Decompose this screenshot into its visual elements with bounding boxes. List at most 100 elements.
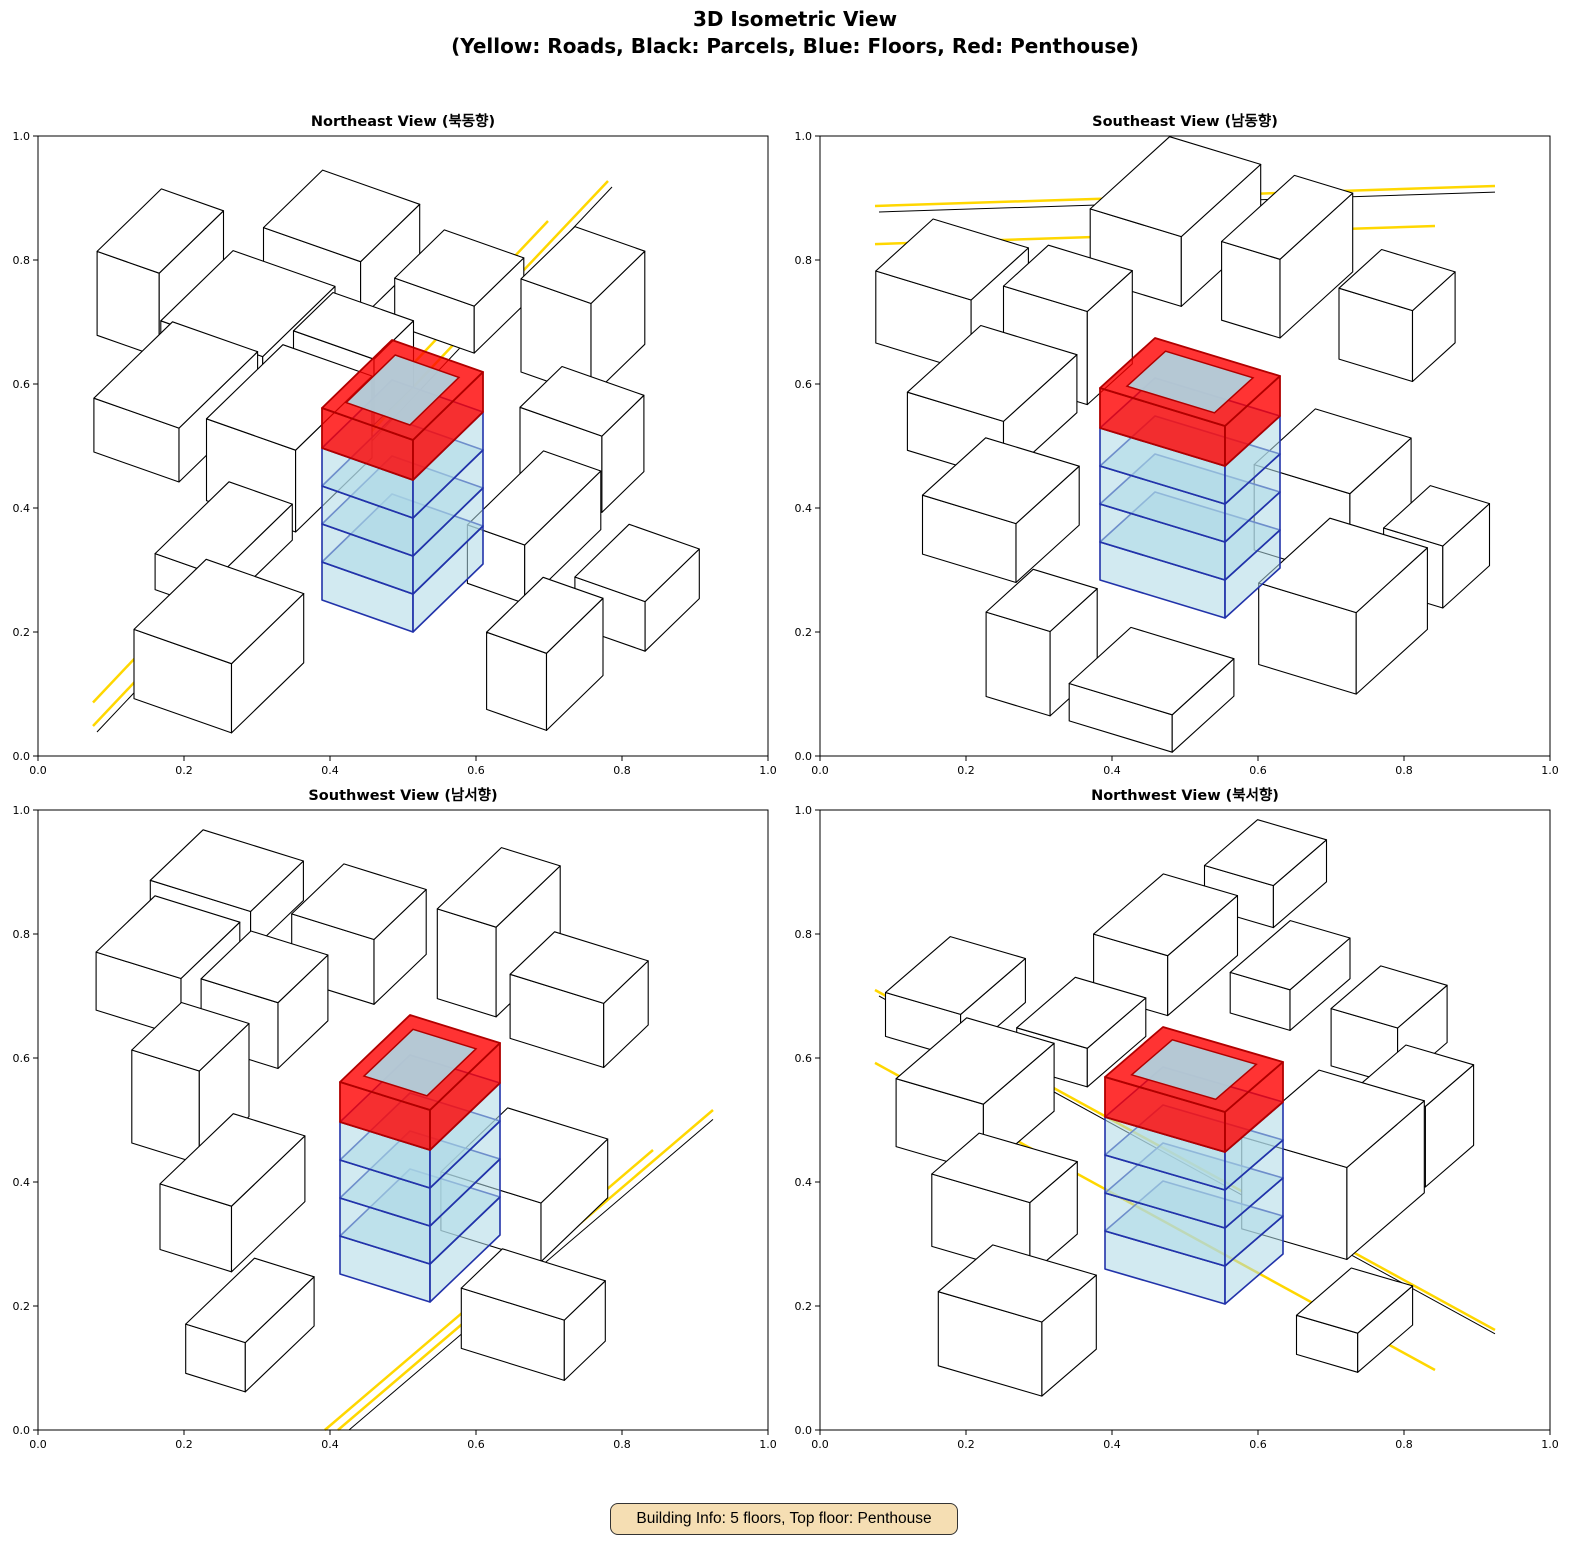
parcel-building — [1093, 873, 1239, 1017]
parcel-building — [1338, 248, 1456, 383]
building-info-box: Building Info: 5 floors, Top floor: Pent… — [610, 1503, 958, 1535]
top-face — [1221, 174, 1354, 260]
y-tick-label: 0.8 — [13, 254, 31, 267]
top-face — [1093, 873, 1239, 957]
top-face — [937, 1244, 1097, 1323]
top-face — [486, 576, 604, 654]
x-tick-label: 0.2 — [175, 1438, 193, 1451]
panel-title: Northeast View (북동향) — [310, 114, 496, 130]
panel-title: Southwest View (남서향) — [308, 788, 498, 804]
top-face — [1203, 819, 1328, 887]
penthouse-courtyard — [344, 354, 461, 426]
top-face — [884, 936, 1026, 1015]
y-tick-label: 1.0 — [795, 130, 813, 143]
parcel-building — [1221, 174, 1354, 339]
top-face — [154, 481, 293, 577]
x-tick-label: 0.2 — [175, 764, 193, 777]
panel-title: Southeast View (남동향) — [1092, 114, 1278, 130]
top-face — [509, 931, 649, 1004]
parcel-building — [875, 218, 1029, 373]
scene — [95, 829, 714, 1431]
y-tick-label: 0.0 — [795, 1424, 813, 1437]
y-tick-label: 0.0 — [795, 750, 813, 763]
y-tick-label: 0.8 — [795, 254, 813, 267]
axes-frame — [819, 809, 1551, 1431]
y-tick-label: 0.8 — [795, 928, 813, 941]
top-face — [262, 169, 421, 263]
y-tick-label: 0.2 — [795, 1300, 813, 1313]
panel-southwest: Southwest View (남서향) 0.0 0.2 0.4 0.6 0.8 1.0 0… — [13, 788, 777, 1451]
axes-frame — [37, 135, 769, 757]
panel-northwest: Northwest View (북서향) 0.0 0.2 0.4 0.6 0.8 1.0 0… — [795, 788, 1559, 1451]
x-tick-label: 0.8 — [613, 1438, 631, 1451]
top-face — [131, 1001, 250, 1072]
y-tick-label: 0.2 — [795, 626, 813, 639]
top-face — [1253, 408, 1412, 495]
y-tick-label: 0.6 — [795, 1052, 813, 1065]
scene — [874, 819, 1496, 1397]
parcel-building — [185, 1257, 315, 1393]
x-tick-label: 0.6 — [467, 1438, 485, 1451]
y-tick-label: 0.0 — [13, 750, 31, 763]
x-tick-label: 0.8 — [1395, 1438, 1413, 1451]
x-tick-label: 0.4 — [1103, 764, 1121, 777]
top-face — [574, 523, 700, 603]
parcel-building — [520, 226, 646, 398]
penthouse-courtyard — [362, 1028, 478, 1097]
parcel-building — [1258, 517, 1428, 695]
top-face — [1338, 248, 1456, 312]
x-tick-label: 0.0 — [29, 1438, 47, 1451]
penthouse-courtyard — [1130, 1038, 1258, 1101]
top-face — [1295, 1267, 1414, 1334]
top-face — [149, 829, 304, 913]
top-face — [200, 930, 329, 1004]
parcel-building — [985, 568, 1098, 717]
y-tick-label: 0.6 — [13, 1052, 31, 1065]
x-tick-label: 0.6 — [1249, 1438, 1267, 1451]
y-tick-label: 1.0 — [795, 804, 813, 817]
parcel-building — [486, 576, 604, 731]
parcel-building — [937, 1244, 1097, 1397]
parcel-building — [895, 1017, 1055, 1173]
y-tick-label: 0.4 — [795, 1176, 813, 1189]
top-face — [906, 324, 1078, 422]
top-face — [95, 895, 241, 980]
x-tick-label: 0.0 — [811, 1438, 829, 1451]
x-tick-label: 0.0 — [811, 764, 829, 777]
parcel-building — [1068, 626, 1235, 753]
y-tick-label: 0.6 — [795, 378, 813, 391]
y-tick-label: 0.4 — [795, 502, 813, 515]
x-tick-label: 1.0 — [1541, 1438, 1559, 1451]
y-tick-label: 0.0 — [13, 1424, 31, 1437]
top-face — [96, 188, 225, 274]
y-tick-label: 1.0 — [13, 804, 31, 817]
top-face — [394, 229, 525, 307]
axes-frame — [819, 135, 1551, 757]
top-face — [931, 1132, 1078, 1204]
parcel-building — [1229, 920, 1351, 1031]
left-face — [436, 908, 497, 1018]
top-face — [875, 218, 1029, 301]
parcel-building — [394, 229, 525, 354]
parcel-building — [921, 437, 1080, 584]
axes-frame — [37, 809, 769, 1431]
x-tick-label: 0.2 — [957, 764, 975, 777]
panel-title: Northwest View (북서향) — [1091, 788, 1279, 804]
top-face — [1002, 244, 1133, 313]
x-tick-label: 1.0 — [759, 764, 777, 777]
x-tick-label: 0.4 — [321, 1438, 339, 1451]
panel-southeast: Southeast View (남동향) 0.0 0.2 0.4 0.6 0.8 1.0 0… — [795, 114, 1559, 777]
top-face — [895, 1017, 1055, 1105]
y-tick-label: 0.4 — [13, 502, 31, 515]
parcel-building — [466, 450, 602, 605]
top-face — [1089, 136, 1262, 238]
x-tick-label: 0.4 — [321, 764, 339, 777]
scene — [874, 136, 1496, 753]
top-face — [1258, 517, 1428, 614]
x-tick-label: 0.8 — [613, 764, 631, 777]
top-face — [292, 291, 415, 360]
top-face — [133, 558, 305, 665]
